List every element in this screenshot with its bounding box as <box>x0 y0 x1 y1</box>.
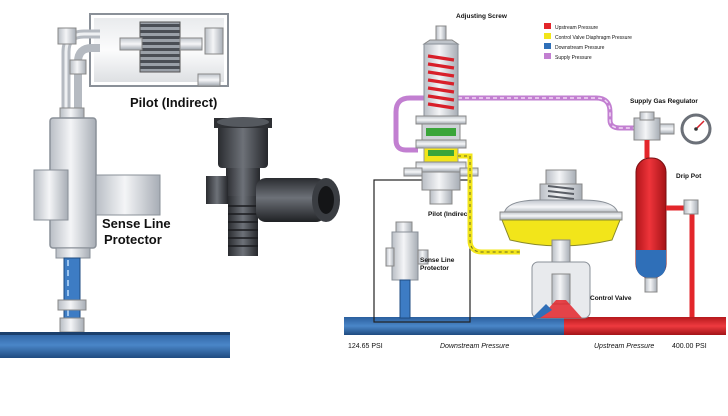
drip-pot-label: Drip Pot <box>676 173 702 180</box>
legend-swatch-supply <box>544 53 551 59</box>
legend-swatch-diaphragm <box>544 33 551 39</box>
inset-sense-line-label-2: Protector <box>420 265 449 272</box>
control-valve-label: Control Valve <box>590 295 632 302</box>
left-sense-line-label-1: Sense Line <box>102 216 171 231</box>
legend-swatch-upstream <box>544 23 551 29</box>
downstream-pressure-label: Downstream Pressure <box>440 343 509 350</box>
left-downstream-pipe <box>0 332 230 358</box>
upstream-pipe <box>564 317 726 335</box>
upstream-pressure-value: 400.00 PSI <box>672 343 707 350</box>
control-valve-spring <box>547 185 575 200</box>
pilot-indirect-label: Pilot (Indirect) <box>428 211 472 218</box>
right-panel: Adjusting Screw Pilot (Indirect) Sense L… <box>344 13 726 350</box>
legend: Upstream Pressure Control Valve Diaphrag… <box>544 23 632 61</box>
legend-label-supply: Supply Pressure <box>555 55 592 61</box>
adjusting-screw-label: Adjusting Screw <box>456 13 508 20</box>
downstream-pipe <box>344 317 564 335</box>
legend-label-upstream: Upstream Pressure <box>555 25 598 31</box>
legend-swatch-downstream <box>544 43 551 49</box>
left-pilot-label: Pilot (Indirect) <box>130 95 217 110</box>
control-valve-actuator <box>503 199 619 215</box>
left-sense-line-label-2: Protector <box>104 232 162 247</box>
supply-gas-regulator-label: Supply Gas Regulator <box>630 98 698 105</box>
left-panel: Pilot (Indirect) Sense Line Protector <box>0 13 230 358</box>
pilot-coil <box>139 21 181 73</box>
legend-label-downstream: Downstream Pressure <box>555 45 605 51</box>
downstream-pressure-value: 124.65 PSI <box>348 343 383 350</box>
pilot-spring <box>427 54 455 110</box>
inset-sense-line-label-1: Sense Line <box>420 257 455 264</box>
legend-label-diaphragm: Control Valve Diaphragm Pressure <box>555 35 632 41</box>
dark-fitting-closeup <box>206 117 340 256</box>
upstream-pressure-label: Upstream Pressure <box>594 343 654 350</box>
